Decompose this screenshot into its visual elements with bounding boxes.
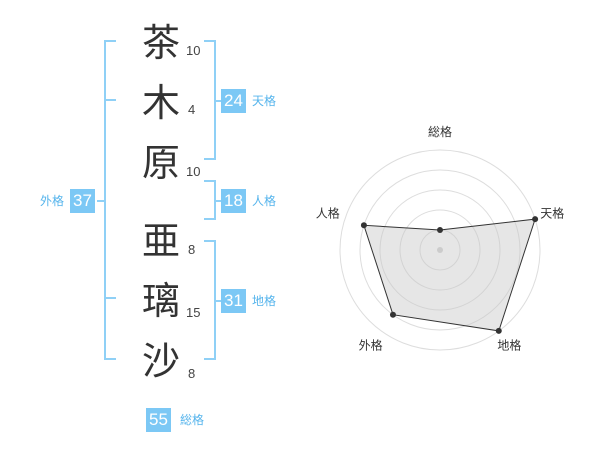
radar-point-5	[360, 222, 367, 229]
radar-point-4	[389, 311, 396, 318]
stroke-count-1: 10	[186, 43, 201, 58]
radar-series	[360, 216, 539, 334]
jinkaku-value: 18	[221, 189, 246, 213]
soukaku-value: 55	[146, 408, 171, 432]
name-char-1: 茶	[141, 21, 180, 65]
stroke-count-6: 8	[188, 366, 196, 381]
jinkaku-label: 人格	[252, 194, 277, 208]
radar-center-dot	[437, 247, 443, 253]
name-char-5: 璃	[141, 279, 180, 323]
tenkaku-value: 24	[221, 89, 246, 113]
name-char-6: 沙	[141, 339, 180, 383]
radar-axis-label-4: 外格	[359, 337, 383, 352]
soukaku-label: 総格	[180, 413, 205, 427]
radar-grid-ring	[339, 149, 541, 351]
radar-axis-label-5: 人格	[316, 206, 340, 221]
name-char-2: 木	[141, 81, 180, 125]
radar-grid	[339, 149, 541, 351]
chikaku-label: 地格	[252, 294, 277, 308]
chikaku-value: 31	[221, 289, 246, 313]
radar-point-1	[437, 227, 443, 233]
stroke-count-5: 15	[186, 305, 201, 320]
stroke-count-3: 10	[186, 164, 201, 179]
radar-grid-ring	[359, 169, 521, 331]
radar-axis-label-1: 総格	[428, 124, 452, 139]
tenkaku-label: 天格	[252, 94, 277, 108]
radar-point-2	[532, 216, 539, 223]
radar-point-3	[495, 327, 502, 334]
stroke-count-2: 4	[188, 102, 196, 117]
radar-series-area	[363, 218, 536, 332]
name-char-3: 原	[141, 141, 180, 185]
radar-grid-ring	[379, 189, 501, 311]
gaikaku-label: 外格	[40, 194, 65, 208]
radar-axis-label-2: 天格	[540, 206, 564, 221]
gaikaku-value: 37	[70, 189, 95, 213]
stroke-count-4: 8	[188, 242, 196, 257]
name-char-4: 亜	[141, 219, 180, 263]
radar-axis-label-3: 地格	[497, 337, 521, 352]
radar-grid-ring	[399, 209, 481, 291]
